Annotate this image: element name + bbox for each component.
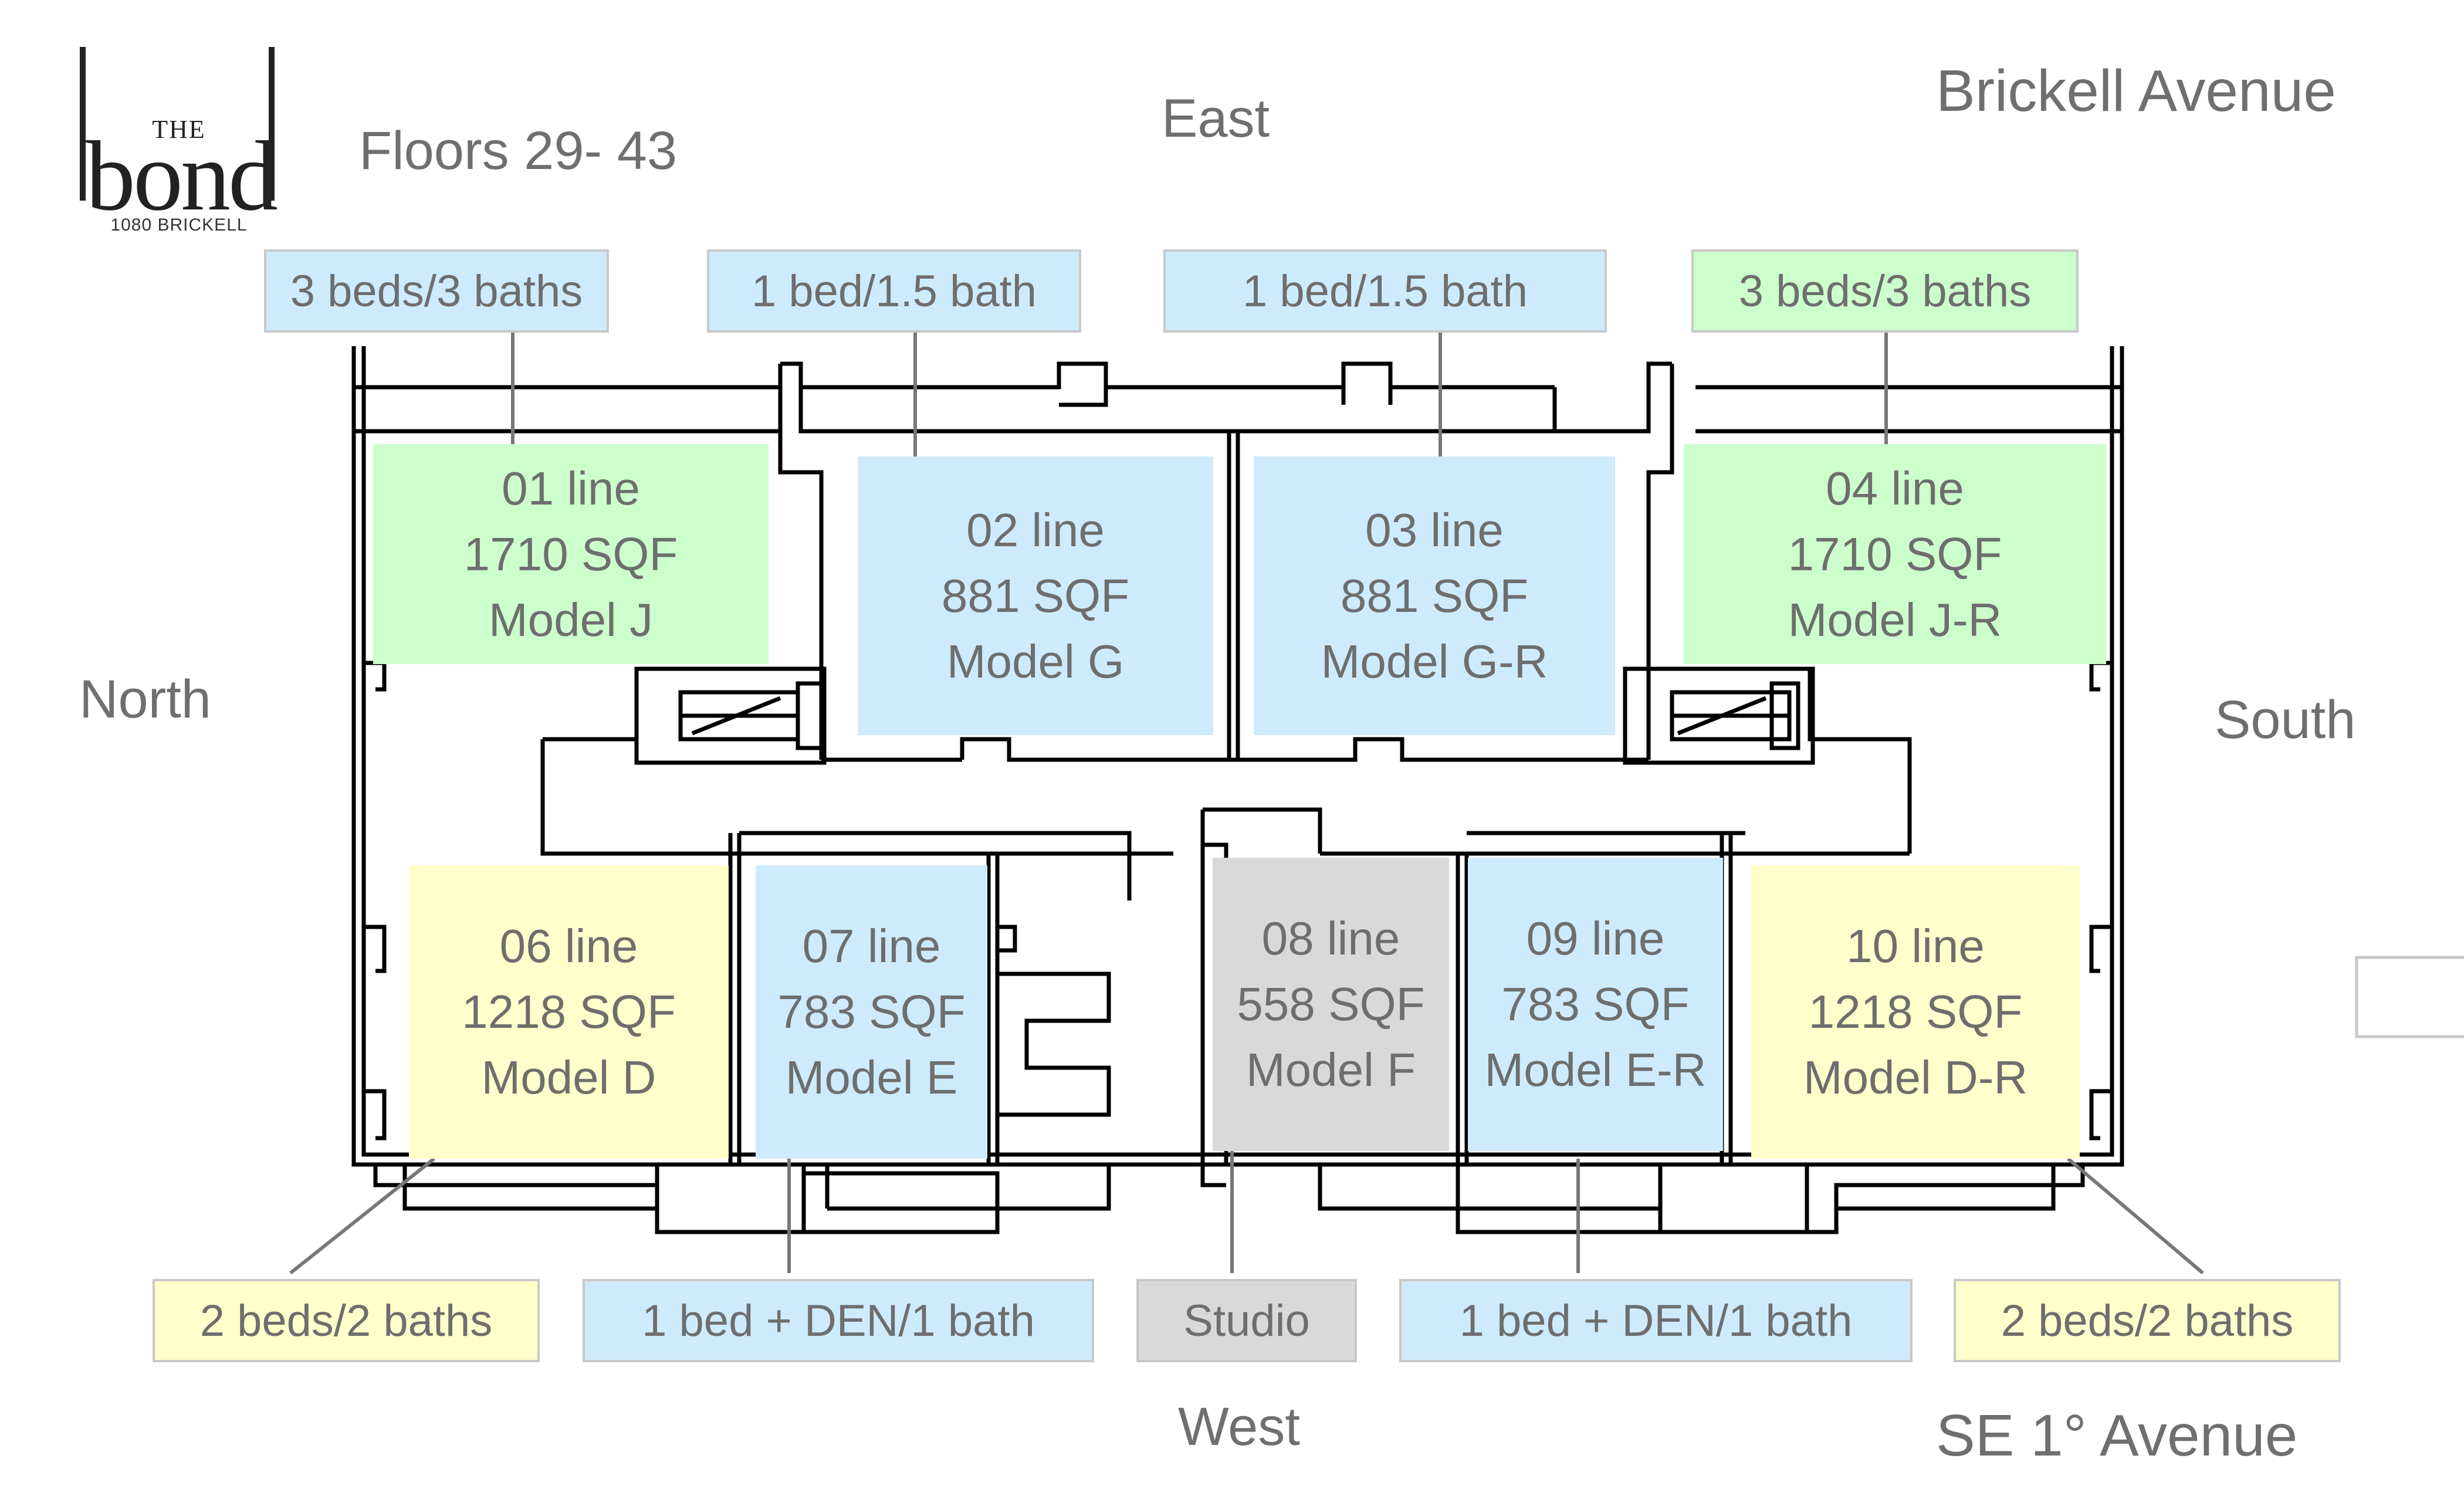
compass-east: East xyxy=(1162,89,1270,148)
compass-south: South xyxy=(2215,690,2356,750)
unit-01-model: Model J xyxy=(488,593,654,646)
logo-wordmark: bond xyxy=(86,121,278,231)
logo-bar-right xyxy=(269,47,275,201)
unit-03-model: Model G-R xyxy=(1321,635,1548,688)
type-tag-08: Studio xyxy=(1136,1279,1357,1362)
unit-10-line: 10 line xyxy=(1846,920,1985,972)
unit-04-model: Model J-R xyxy=(1788,593,2002,646)
logo-the: THE xyxy=(152,115,206,144)
floors-title: Floors 29- 43 xyxy=(359,121,678,181)
unit-04-line: 04 line xyxy=(1826,462,1964,515)
unit-07-model: Model E xyxy=(785,1051,958,1104)
type-tag-01: 3 beds/3 baths xyxy=(264,249,609,333)
unit-06-sqf: 1218 SQF xyxy=(462,986,676,1038)
logo-subtitle: 1080 BRICKELL xyxy=(110,215,248,235)
unit-08-sqf: 558 SQF xyxy=(1237,978,1425,1030)
unit-03[interactable]: 03 line 881 SQF Model G-R xyxy=(1254,456,1615,735)
type-tag-03: 1 bed/1.5 bath xyxy=(1163,249,1607,333)
unit-09[interactable]: 09 line 783 SQF Model E-R xyxy=(1468,858,1723,1151)
logo-bar-left xyxy=(80,47,86,201)
street-bottom: SE 1° Avenue xyxy=(1936,1403,2298,1468)
unit-07-sqf: 783 SQF xyxy=(777,986,966,1038)
unit-08[interactable]: 08 line 558 SQF Model F xyxy=(1213,858,1449,1151)
unit-01-sqf: 1710 SQF xyxy=(463,527,678,580)
unit-09-model: Model E-R xyxy=(1484,1044,1707,1096)
unit-02-sqf: 881 SQF xyxy=(941,569,1130,622)
unit-10-model: Model D-R xyxy=(1803,1051,2028,1104)
unit-08-model: Model F xyxy=(1246,1044,1416,1096)
type-tag-04: 3 beds/3 baths xyxy=(1691,249,2079,333)
unit-03-line: 03 line xyxy=(1365,503,1504,556)
type-tag-07: 1 bed + DEN/1 bath xyxy=(583,1279,1094,1362)
type-tag-09: 1 bed + DEN/1 bath xyxy=(1399,1279,1913,1362)
unit-02-line: 02 line xyxy=(966,503,1105,556)
unit-07[interactable]: 07 line 783 SQF Model E xyxy=(756,865,987,1159)
unit-04-sqf: 1710 SQF xyxy=(1788,527,2002,580)
unit-08-line: 08 line xyxy=(1261,912,1400,964)
unit-02-model: Model G xyxy=(946,635,1125,688)
unit-04[interactable]: 04 line 1710 SQF Model J-R xyxy=(1684,444,2106,664)
unit-02[interactable]: 02 line 881 SQF Model G xyxy=(858,456,1213,735)
compass-west: West xyxy=(1178,1397,1300,1457)
type-tag-02: 1 bed/1.5 bath xyxy=(707,249,1081,333)
type-tag-06: 2 beds/2 baths xyxy=(153,1279,540,1362)
type-tag-10: 2 beds/2 baths xyxy=(1954,1279,2341,1362)
unit-01[interactable]: 01 line 1710 SQF Model J xyxy=(373,444,769,664)
unit-09-line: 09 line xyxy=(1526,912,1665,964)
street-top: Brickell Avenue xyxy=(1936,58,2336,124)
unit-07-line: 07 line xyxy=(802,920,941,972)
unit-10-sqf: 1218 SQF xyxy=(1808,986,2023,1038)
unit-01-line: 01 line xyxy=(502,462,640,515)
unit-06-model: Model D xyxy=(481,1051,656,1104)
unit-06-line: 06 line xyxy=(499,920,638,972)
unit-06[interactable]: 06 line 1218 SQF Model D xyxy=(409,865,729,1159)
unit-10[interactable]: 10 line 1218 SQF Model D-R xyxy=(1751,865,2080,1159)
unit-03-sqf: 881 SQF xyxy=(1340,569,1529,622)
compass-north: North xyxy=(79,669,211,729)
unit-09-sqf: 783 SQF xyxy=(1501,978,1690,1030)
